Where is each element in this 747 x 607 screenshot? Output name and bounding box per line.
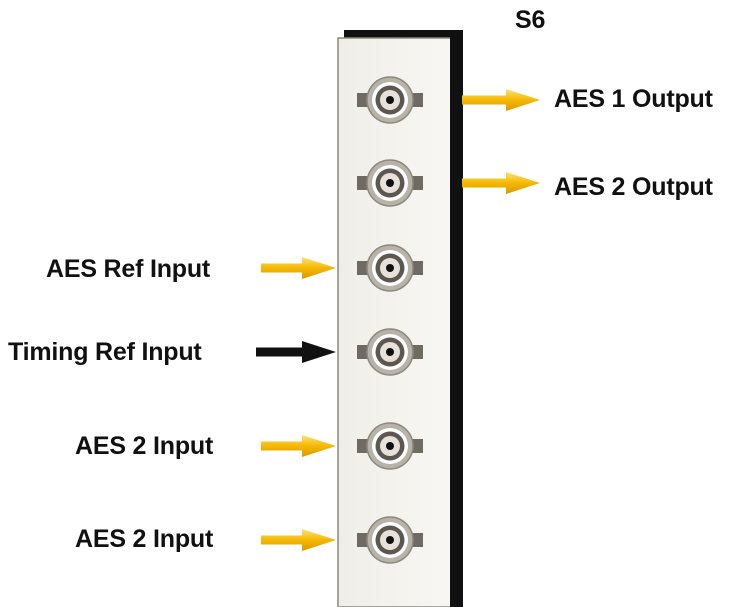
panel-top-edge — [344, 30, 462, 40]
bnc-connector — [357, 76, 423, 124]
connector-label-aes2-input-upper: AES 2 Input — [75, 432, 214, 460]
input-arrow — [261, 257, 336, 279]
connector-center-pin — [386, 442, 394, 450]
input-arrow — [261, 529, 336, 551]
connector-label-aes2-output: AES 2 Output — [554, 173, 713, 201]
connector-label-aes-ref-input: AES Ref Input — [46, 255, 211, 283]
bnc-connector — [357, 244, 423, 292]
connector-center-pin — [386, 264, 394, 272]
connector-center-pin — [386, 348, 394, 356]
slot-label: S6 — [515, 6, 546, 34]
output-arrow — [462, 172, 540, 194]
connector-center-pin — [386, 536, 394, 544]
connector-center-pin — [386, 179, 394, 187]
bnc-connector — [357, 516, 423, 564]
bnc-connector — [357, 328, 423, 376]
bnc-connector — [357, 422, 423, 470]
connector-label-aes2-input-lower: AES 2 Input — [75, 525, 214, 553]
panel-right-edge — [450, 30, 463, 607]
input-arrow — [261, 435, 336, 457]
connector-label-timing-ref-input: Timing Ref Input — [8, 338, 202, 366]
timing-input-arrow — [256, 341, 336, 363]
rear-panel — [337, 30, 463, 607]
connector-center-pin — [386, 96, 394, 104]
connector-label-aes1-output: AES 1 Output — [554, 85, 713, 113]
panel-face — [337, 37, 453, 607]
bnc-connector — [357, 159, 423, 207]
output-arrow — [462, 89, 540, 111]
